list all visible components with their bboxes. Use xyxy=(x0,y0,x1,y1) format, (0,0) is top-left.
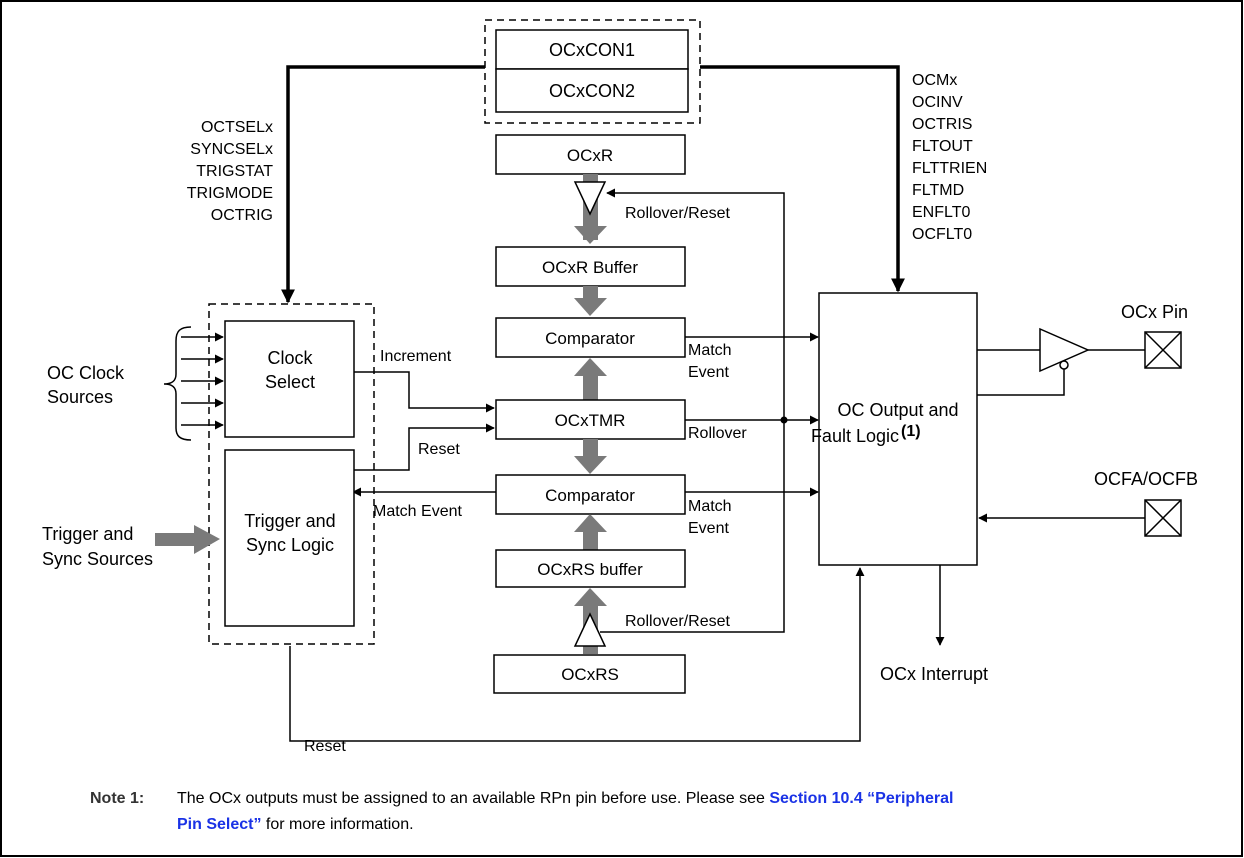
bit-octselx: OCTSELx xyxy=(201,119,273,136)
increment-line xyxy=(354,371,495,413)
reset-bottom-line xyxy=(289,567,865,742)
bit-ocmx: OCMx xyxy=(912,72,957,89)
match-bottom-label-1: Match xyxy=(688,498,732,515)
ocxrs-buffer xyxy=(495,549,686,588)
ocxtmr-label: OCxTMR xyxy=(555,411,626,430)
match-top-label-1: Match xyxy=(688,342,732,359)
control-registers-group xyxy=(484,19,701,124)
ocfa-ocfb-pin-cross xyxy=(1144,499,1182,537)
note-section-link-1[interactable]: Section 10.4 “Peripheral xyxy=(769,790,953,807)
ocxcon2-register xyxy=(495,68,689,113)
comparator-top-label: Comparator xyxy=(545,329,635,348)
oc-clock-sources-line-1: OC Clock xyxy=(47,363,125,383)
oc-clock-sources-line-2: Sources xyxy=(47,387,113,407)
output-logic-line-1: OC Output and xyxy=(837,400,958,420)
ocxr-buffer xyxy=(495,246,686,287)
note-line-2: Pin Select” for more information. xyxy=(177,816,414,833)
timer-to-comparator-bottom-head xyxy=(574,456,607,474)
rsbuffer-to-comparator-head xyxy=(574,514,607,532)
footnote: Note 1: The OCx outputs must be assigned… xyxy=(90,790,953,833)
match-top-label-2: Event xyxy=(688,364,729,381)
note-label: Note 1: xyxy=(90,790,144,807)
reset-timer-label: Reset xyxy=(418,441,460,458)
clock-sources-brace xyxy=(163,326,192,441)
reset-timer-line xyxy=(354,423,495,471)
ocxrs-register xyxy=(493,654,686,694)
trigger-sync-sources-line-2: Sync Sources xyxy=(42,549,153,569)
clock-select-line-1: Clock xyxy=(267,348,313,368)
rsbuffer-to-comparator-shaft xyxy=(583,532,598,550)
output-fault-logic-block xyxy=(818,292,978,566)
trigger-sync-sources-line-1: Trigger and xyxy=(42,524,133,544)
note-section-link-2[interactable]: Pin Select” xyxy=(177,816,261,833)
output-logic-footnote-mark: (1) xyxy=(901,423,921,440)
ocx-pin-cross xyxy=(1144,331,1182,369)
match-bottom-label-2: Event xyxy=(688,520,729,537)
bit-trigstat: TRIGSTAT xyxy=(196,163,273,180)
trigger-sync-logic-line-1: Trigger and xyxy=(244,511,335,531)
ocxr-buffer-label: OCxR Buffer xyxy=(542,258,638,277)
bus-to-output-logic xyxy=(700,65,905,293)
clock-source-arrows xyxy=(181,332,224,430)
bit-trigmode: TRIGMODE xyxy=(187,185,273,202)
tristate-bubble xyxy=(1059,360,1069,370)
ocxrs-buffer-label: OCxRS buffer xyxy=(537,560,643,579)
reset-bottom-label: Reset xyxy=(304,738,346,755)
trigger-sync-logic-line-2: Sync Logic xyxy=(246,535,334,555)
ocx-interrupt-label: OCx Interrupt xyxy=(880,664,988,684)
note-line-1: The OCx outputs must be assigned to an a… xyxy=(177,790,953,807)
transfer-gate-top xyxy=(573,181,607,216)
ocxcon1-label: OCxCON1 xyxy=(549,40,635,60)
ocfa-ocfb-label: OCFA/OCFB xyxy=(1094,469,1198,489)
right-control-bits: OCMx OCINV OCTRIS FLTOUT FLTTRIEN FLTMD … xyxy=(912,72,987,243)
note-line-1-text: The OCx outputs must be assigned to an a… xyxy=(177,790,769,807)
bit-fltout: FLTOUT xyxy=(912,138,973,155)
rollover-reset-top-line xyxy=(606,188,785,420)
trigger-sync-logic-block xyxy=(224,449,355,627)
bit-octrig: OCTRIG xyxy=(211,207,273,224)
bus-to-clock-select xyxy=(281,65,485,304)
ocxrs-to-buffer-head xyxy=(574,588,607,606)
match-event-left-label: Match Event xyxy=(373,503,462,520)
trigger-sources-arrow-head xyxy=(194,525,220,554)
comparator-bottom-label: Comparator xyxy=(545,486,635,505)
buffer-to-comparator-head xyxy=(574,298,607,316)
ocxr-register xyxy=(495,134,686,175)
clock-select-line-2: Select xyxy=(265,372,315,392)
trigger-sources-arrow-shaft xyxy=(155,533,195,546)
ocxr-label: OCxR xyxy=(567,146,613,165)
ocx-pin-label: OCx Pin xyxy=(1121,302,1188,322)
ocxrs-label: OCxRS xyxy=(561,665,619,684)
ocxcon1-register xyxy=(495,29,689,70)
comparator-top xyxy=(495,317,686,358)
note-line-2-text: for more information. xyxy=(261,816,413,833)
ocxr-to-buffer-head xyxy=(574,226,607,244)
timer-to-comparator-top-head xyxy=(574,358,607,376)
increment-label: Increment xyxy=(380,348,452,365)
comparator-bottom xyxy=(495,474,686,515)
ocxcon2-label: OCxCON2 xyxy=(549,81,635,101)
bit-ocinv: OCINV xyxy=(912,94,963,111)
transfer-gate-bottom xyxy=(573,612,607,647)
bit-syncselx: SYNCSELx xyxy=(190,141,273,158)
bit-flttrien: FLTTRIEN xyxy=(912,160,987,177)
left-control-bits: OCTSELx SYNCSELx TRIGSTAT TRIGMODE OCTRI… xyxy=(187,119,273,224)
rollover-label: Rollover xyxy=(688,425,747,442)
clock-select-block xyxy=(224,320,355,438)
trigger-clock-group xyxy=(208,303,375,645)
bit-fltmd: FLTMD xyxy=(912,182,964,199)
bit-enflt0: ENFLT0 xyxy=(912,204,970,221)
bit-octris: OCTRIS xyxy=(912,116,972,133)
tristate-enable-line xyxy=(977,369,1065,396)
timer-to-comparator-bottom-shaft xyxy=(583,439,598,457)
bit-ocflt0: OCFLT0 xyxy=(912,226,972,243)
rollover-reset-bottom-label: Rollover/Reset xyxy=(625,613,730,630)
timer-to-comparator-top-shaft xyxy=(583,376,598,400)
rollover-reset-bottom-line xyxy=(600,420,785,633)
rollover-reset-top-label: Rollover/Reset xyxy=(625,205,730,222)
output-logic-line-2: Fault Logic xyxy=(811,426,899,446)
